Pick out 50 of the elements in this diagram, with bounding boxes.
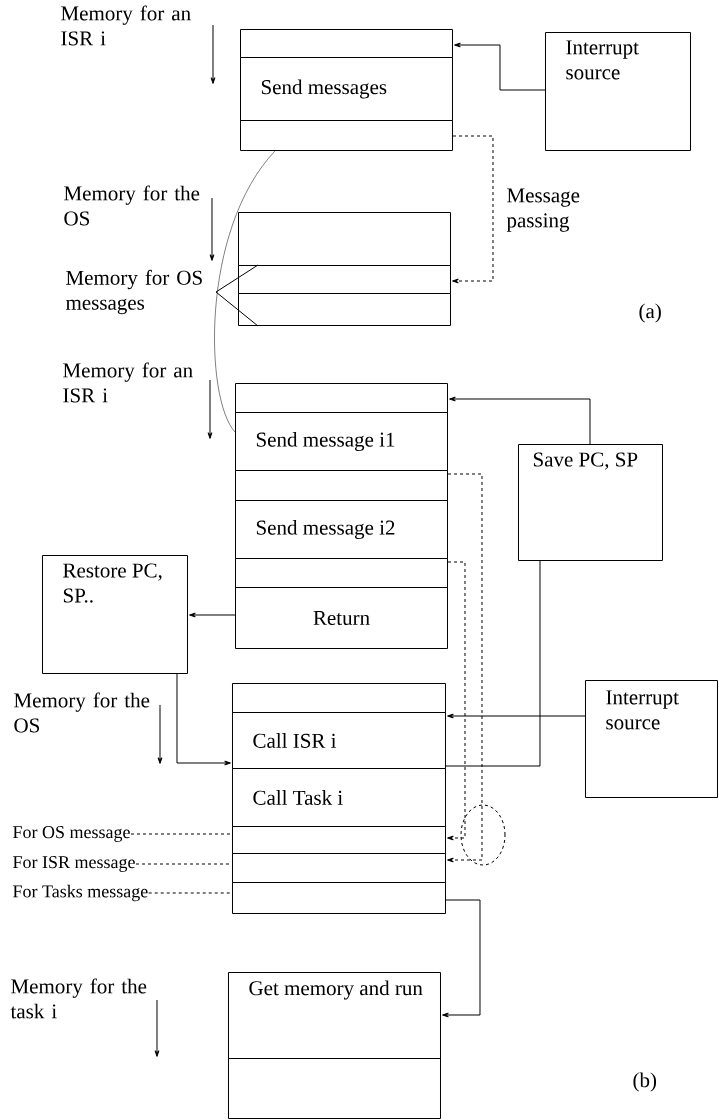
memory-slot [232,853,446,883]
memory-slot [240,120,453,151]
arrow [447,473,483,863]
memory-slot [238,293,451,326]
arrow [442,899,481,1018]
arrow [176,673,231,766]
memory-slot: Get memory and run [228,972,441,1059]
arrow [449,396,591,445]
memory-slot [232,826,446,854]
process-box: Interrupt source [585,680,718,798]
process-box: Restore PC, SP.. [42,555,188,674]
memory-slot [228,1058,441,1119]
memory-label: Memory for the task i [10,978,147,1019]
memory-slot [238,265,451,294]
memory-label: (b) [633,1072,657,1092]
leader-line [215,291,259,327]
memory-label: For ISR message [13,856,135,872]
edge-label: Message passing [506,188,580,232]
memory-slot: Call Task i [232,768,446,827]
memory-label: (a) [639,303,661,323]
memory-label: For Tasks message [13,884,148,902]
memory-label: For OS message [13,826,130,842]
memory-slot: Send messages [240,57,453,121]
memory-slot [232,882,446,914]
memory-slot: Call ISR i [232,712,446,769]
arrow [454,42,546,91]
process-box: Save PC, SP [518,444,663,561]
memory-label: Memory for an ISR i [61,5,191,46]
memory-slot [235,470,448,501]
leader-line [130,833,233,835]
arrow [452,135,494,284]
memory-label: Memory for an ISR i [63,362,193,403]
memory-slot [235,383,448,413]
arrow [189,612,236,618]
memory-slot [238,212,451,266]
arrow [447,561,466,841]
memory-slot [240,29,453,58]
arrow [447,713,586,719]
connector-line [445,560,541,767]
connector-line [214,150,276,433]
memory-label: Memory for the OS [14,692,150,733]
memory-slot [235,558,448,588]
memory-slot: Send message i1 [235,412,448,471]
memory-slot: Return [235,587,448,649]
leader-line [215,264,259,293]
process-box: Interrupt source [545,32,691,151]
memory-label: Memory for the OS [64,185,200,226]
memory-slot: Send message i2 [235,500,448,559]
memory-slot [232,683,446,713]
memory-label: Memory for OS messages [65,269,202,315]
